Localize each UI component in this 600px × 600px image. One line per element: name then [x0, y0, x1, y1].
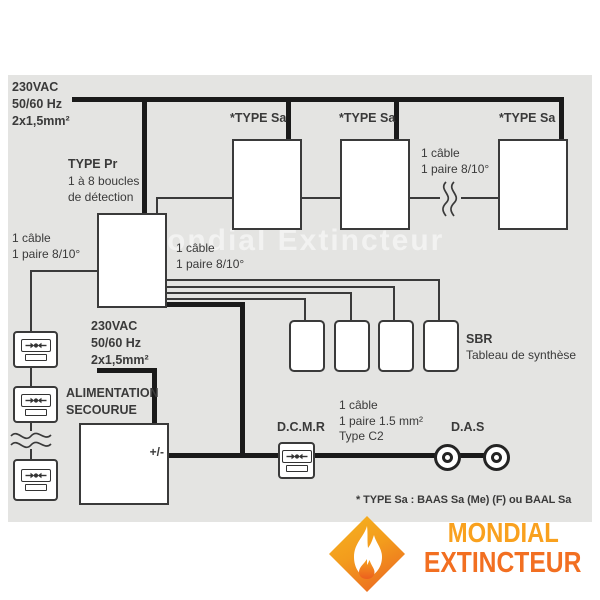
- footnote: * TYPE Sa : BAAS Sa (Me) (F) ou BAAL Sa: [356, 494, 572, 506]
- wire-drop-sa3: [559, 97, 564, 141]
- wire-sbr4-v: [438, 279, 440, 320]
- psu-box: [79, 423, 169, 505]
- wire-sa-link-2: [302, 197, 340, 199]
- das-label: D.A.S: [451, 420, 485, 434]
- wire-loop-left-v4: [30, 449, 32, 459]
- call-point-icon: [20, 393, 51, 416]
- logo-line-2: EXTINCTEUR: [424, 547, 582, 579]
- cable-break-icon: [442, 181, 458, 217]
- wire-sa-link-3b: [461, 197, 498, 199]
- cable-break-icon: [10, 432, 52, 449]
- das-circle-2: [483, 444, 510, 471]
- sbr-box-2: [334, 320, 370, 372]
- wire-sbr1-h: [167, 298, 306, 300]
- call-point-icon: [20, 338, 51, 361]
- wire-pr-out-v: [240, 302, 245, 458]
- wire-loop-left-v3: [30, 423, 32, 431]
- wire-psu-out: [168, 453, 488, 458]
- dcmr-box: [278, 442, 315, 479]
- psu-polarity: +/-: [149, 445, 164, 459]
- wire-sbr4-h: [167, 279, 440, 281]
- wire-mains-bus: [72, 97, 564, 102]
- sbr-box-4: [423, 320, 459, 372]
- call-point-icon: [281, 449, 312, 472]
- flame-diamond-icon: [329, 516, 405, 592]
- wire-pr-out-h: [165, 302, 245, 307]
- wire-sbr1-v: [304, 298, 306, 320]
- call-point-icon: [20, 469, 51, 491]
- wire-sa-link-3a: [410, 197, 440, 199]
- wire-sbr3-h: [167, 286, 395, 288]
- wire-loop-left-v2: [30, 368, 32, 386]
- wire-sbr2-v: [350, 292, 352, 320]
- call-point-box-2: [13, 386, 58, 423]
- dcmr-label: D.C.M.R: [277, 420, 325, 434]
- wire-sbr2-h: [167, 292, 352, 294]
- logo-line-1: MONDIAL: [447, 517, 559, 548]
- type-sa-label-2: *TYPE Sa: [339, 111, 396, 125]
- type-sa-label-3: *TYPE Sa: [499, 111, 556, 125]
- wire-drop-sa1: [286, 97, 291, 141]
- type-sa-box-3: [498, 139, 568, 230]
- wire-drop-type-pr: [142, 97, 147, 214]
- type-sa-box-2: [340, 139, 410, 230]
- wire-sbr3-v: [393, 286, 395, 320]
- wire-loop-left-h: [31, 270, 97, 272]
- type-pr-box: [97, 213, 167, 308]
- sbr-box-3: [378, 320, 414, 372]
- call-point-box-3: [13, 459, 58, 501]
- wire-loop-left-v1: [30, 270, 32, 331]
- wire-sa-link-1: [156, 197, 232, 199]
- call-point-box-1: [13, 331, 58, 368]
- wire-loop-top-v: [156, 197, 158, 213]
- sbr-box-1: [289, 320, 325, 372]
- wire-psu-in-v: [152, 368, 157, 425]
- wire-psu-in-h: [97, 368, 157, 373]
- wire-drop-sa2: [394, 97, 399, 141]
- type-sa-box-1: [232, 139, 302, 230]
- type-sa-label-1: *TYPE Sa: [230, 111, 287, 125]
- type-pr-title: TYPE Pr: [68, 157, 118, 171]
- das-circle-1: [434, 444, 461, 471]
